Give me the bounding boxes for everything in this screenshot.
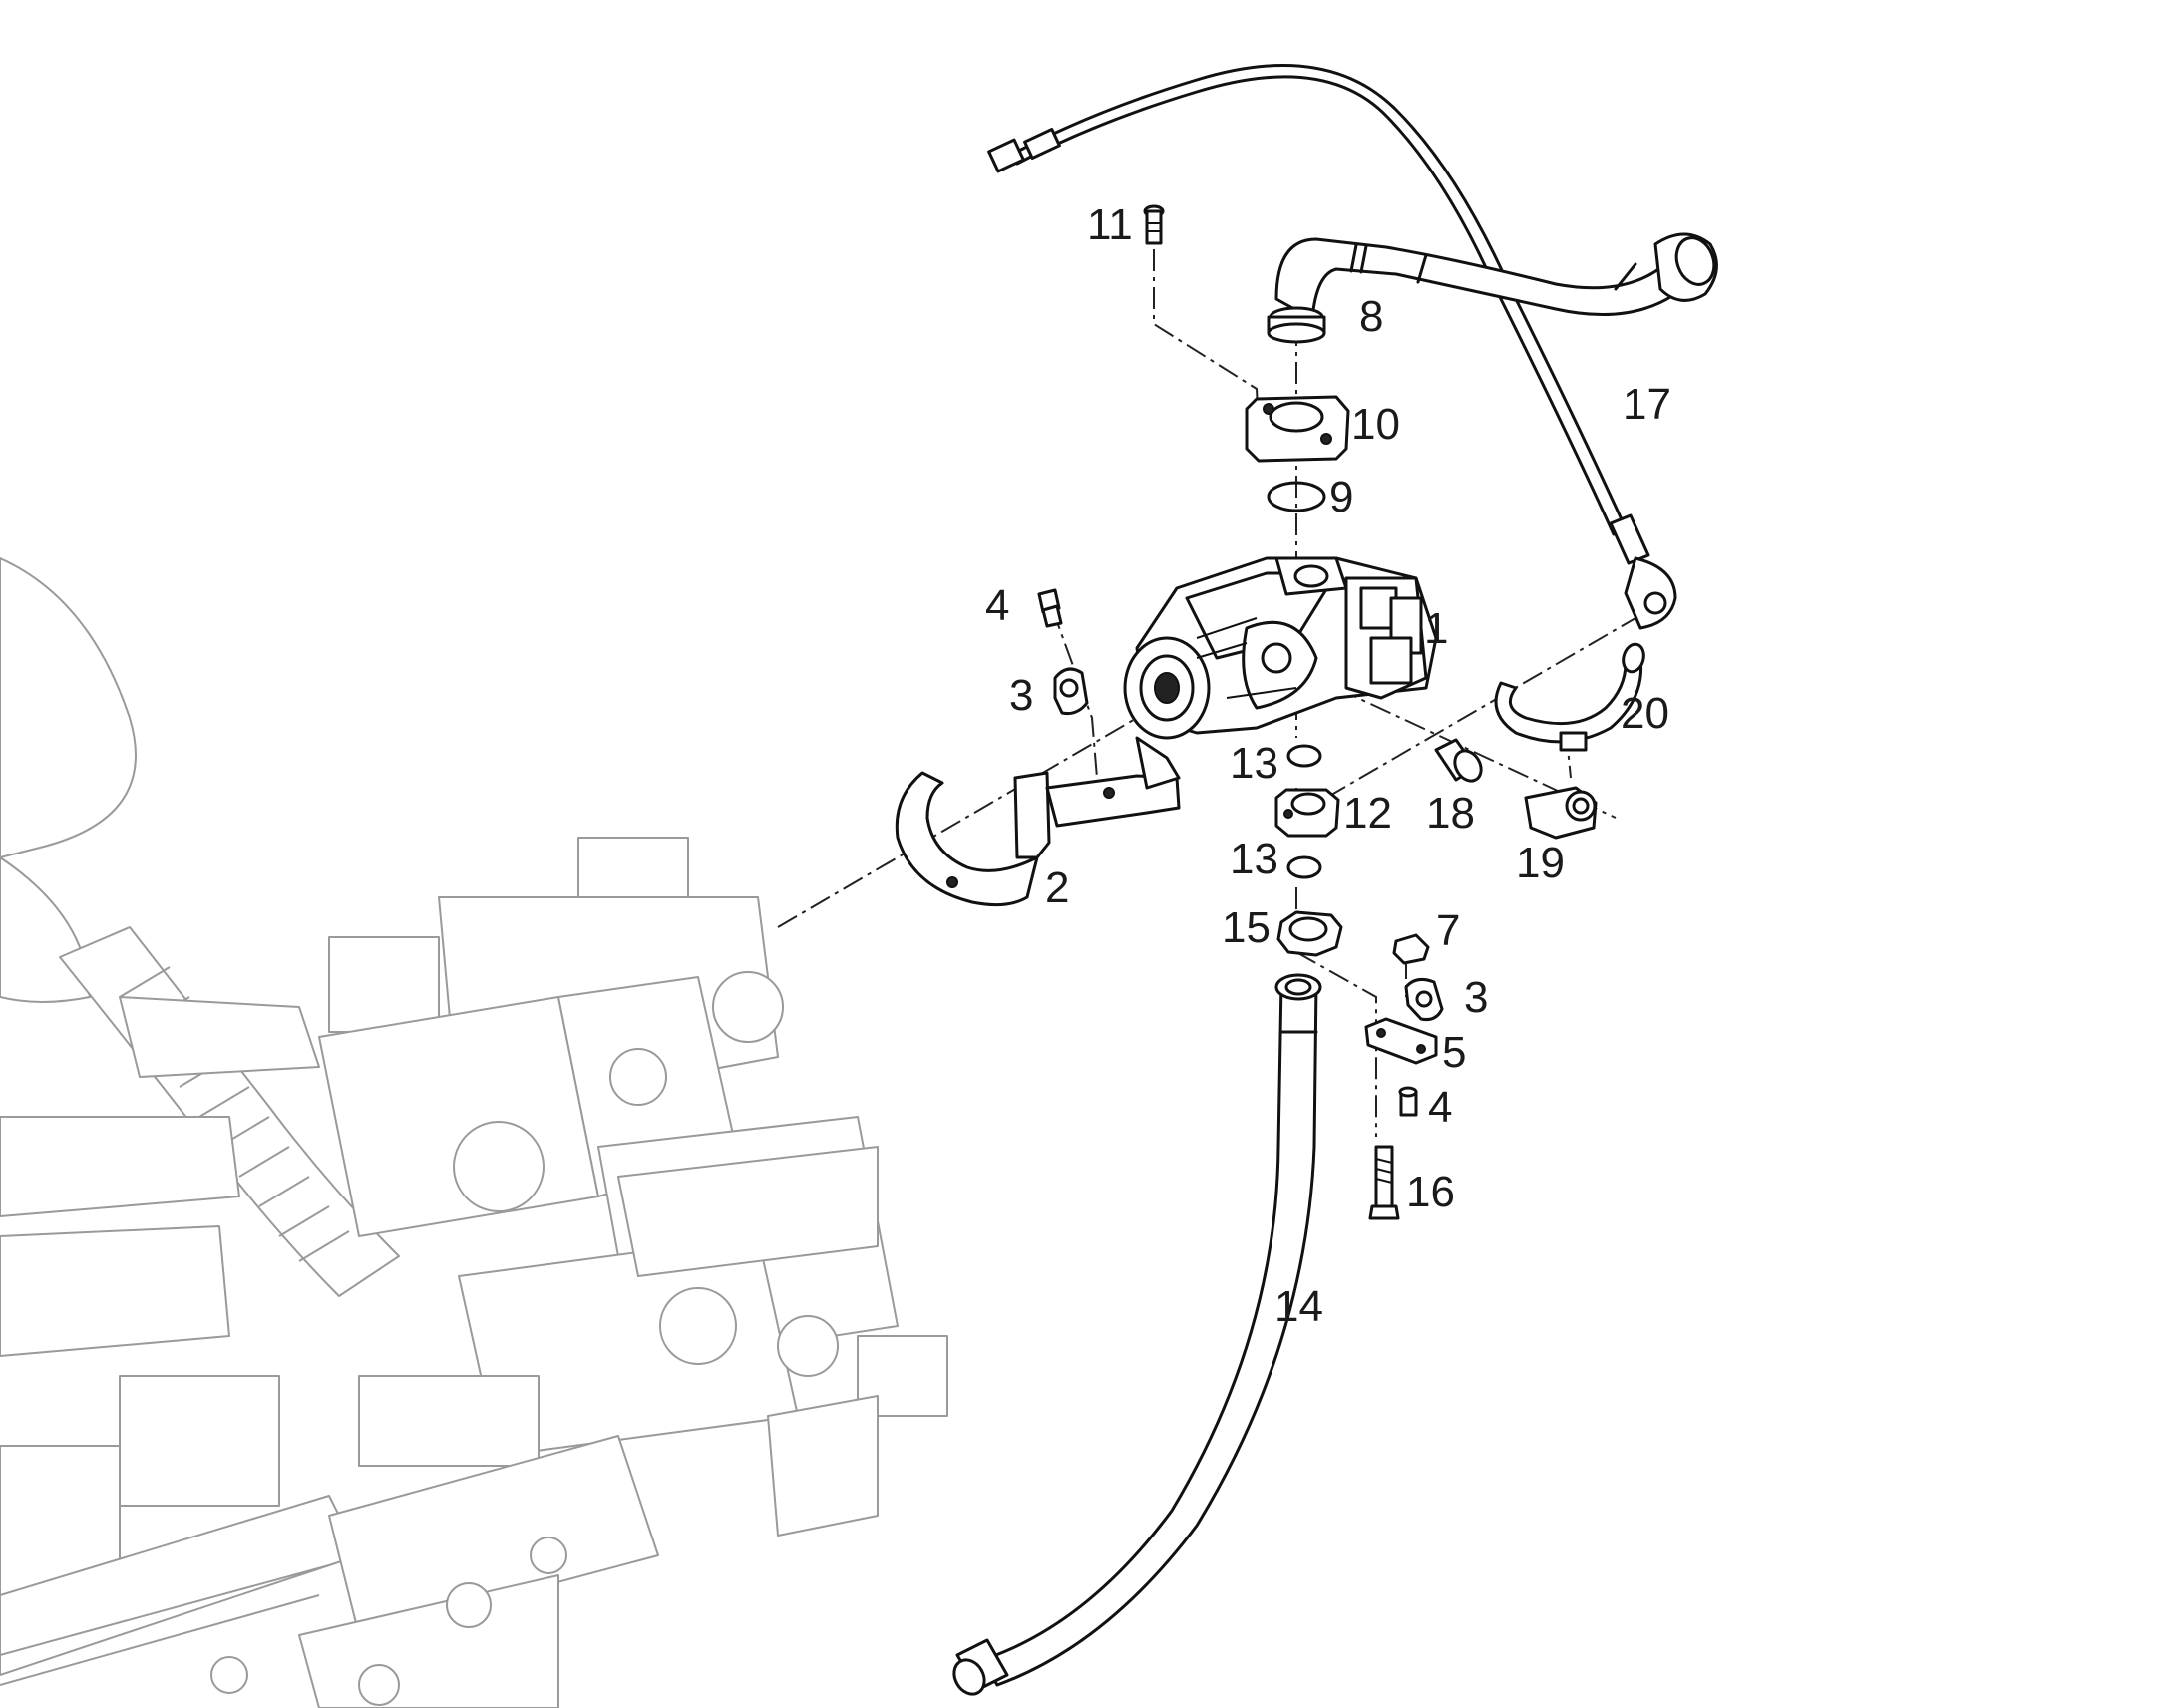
callout-8: 8: [1359, 292, 1383, 341]
callout-16: 16: [1406, 1168, 1455, 1216]
part-12-flange: [1274, 788, 1340, 838]
callout-2: 2: [1045, 863, 1069, 912]
part-1-hydraulic-pump: [1123, 556, 1438, 740]
part-3-upper-clamp: [1053, 667, 1089, 715]
part-16-bolt: [1368, 1145, 1400, 1220]
part-4-lower-screw: [1398, 1086, 1418, 1117]
callout-9: 9: [1329, 473, 1353, 521]
callout-19: 19: [1516, 839, 1565, 887]
part-19-elbow: [1524, 786, 1598, 840]
part-17-thin-tube: [987, 64, 1677, 630]
callout-10: 10: [1351, 400, 1400, 449]
background-engine-assembly: [0, 557, 948, 1708]
callout-5: 5: [1442, 1028, 1466, 1077]
callout-1: 1: [1424, 604, 1448, 653]
part-15-flange: [1276, 910, 1343, 957]
callout-11: 11: [1087, 200, 1133, 249]
part-5-plate: [1364, 1017, 1438, 1065]
callout-labels: 1 2 3 3 4 4 5 7 8 9 10 11 12 13 13 14 15…: [985, 200, 1671, 1331]
callout-4: 4: [1428, 1083, 1452, 1132]
part-10-flange: [1245, 395, 1350, 463]
part-8-upper-hose: [1267, 232, 1718, 344]
callout-13: 13: [1230, 739, 1278, 788]
part-3-lower-clamp: [1404, 977, 1444, 1021]
callout-4: 4: [985, 581, 1009, 630]
part-18-fitting: [1434, 738, 1483, 783]
callout-17: 17: [1623, 380, 1671, 429]
callout-15: 15: [1222, 903, 1271, 952]
part-13-upper-o-ring: [1286, 744, 1322, 768]
part-2-bracket: [895, 736, 1181, 907]
part-13-lower-o-ring: [1286, 855, 1322, 879]
callout-7: 7: [1436, 906, 1460, 955]
part-9-o-ring: [1267, 481, 1326, 512]
part-14-lower-hose: [952, 973, 1322, 1696]
callout-13: 13: [1230, 835, 1278, 883]
callout-18: 18: [1426, 789, 1475, 838]
callout-3: 3: [1009, 671, 1033, 720]
part-20-curved-pipe: [1494, 642, 1645, 752]
callout-14: 14: [1274, 1282, 1323, 1331]
callout-20: 20: [1621, 689, 1669, 738]
callout-3: 3: [1464, 973, 1488, 1022]
part-4-upper-screw: [1037, 588, 1063, 628]
callout-12: 12: [1343, 789, 1392, 838]
part-11-bolt: [1143, 204, 1165, 245]
part-7-nut: [1392, 933, 1430, 965]
